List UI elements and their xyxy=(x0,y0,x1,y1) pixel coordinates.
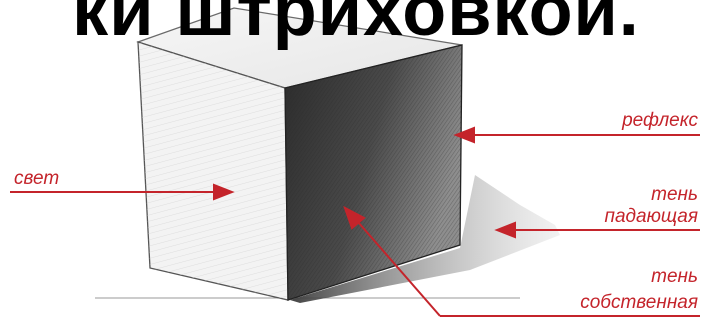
label-cast-shadow-1: тень xyxy=(651,184,698,206)
label-own-shadow-2: собственная xyxy=(580,292,698,314)
label-light: свет xyxy=(14,168,59,190)
label-own-shadow-1: тень xyxy=(651,266,698,288)
label-cast-shadow-2: падающая xyxy=(605,206,698,228)
label-reflex: рефлекс xyxy=(622,110,698,132)
page-title: ки штриховкой. xyxy=(0,0,712,52)
